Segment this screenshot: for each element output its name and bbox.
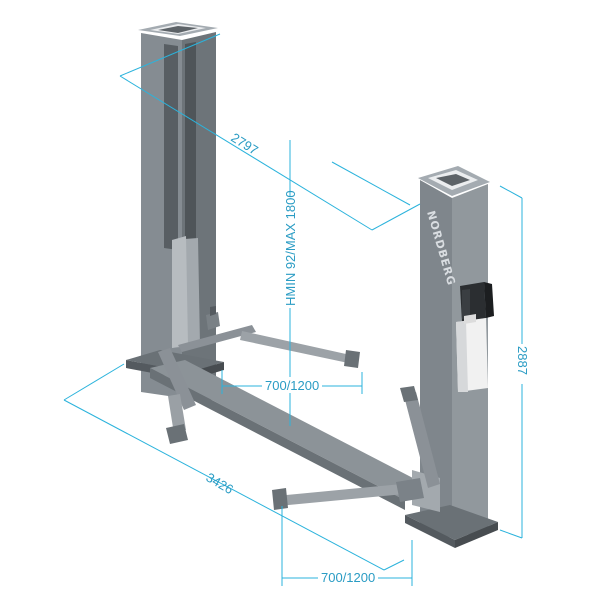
rear-arm-reach-label: 700/1200 — [321, 570, 375, 585]
floor-beam — [150, 360, 440, 510]
left-rear-arm — [158, 348, 196, 444]
column-spacing-label: 2797 — [228, 130, 260, 158]
total-width-label: 3426 — [204, 470, 237, 497]
front-arm-reach-label: 700/1200 — [265, 378, 319, 393]
dimension-labels: 2797 HMIN 92/MAX 1800 2887 3426 700/1200… — [204, 130, 530, 585]
column-height-label: 2887 — [515, 346, 530, 375]
right-front-arm — [272, 478, 424, 510]
left-front-arm — [178, 306, 360, 368]
right-rear-arm — [400, 386, 440, 488]
lift-height-label: HMIN 92/MAX 1800 — [283, 190, 298, 306]
left-column — [126, 22, 224, 400]
